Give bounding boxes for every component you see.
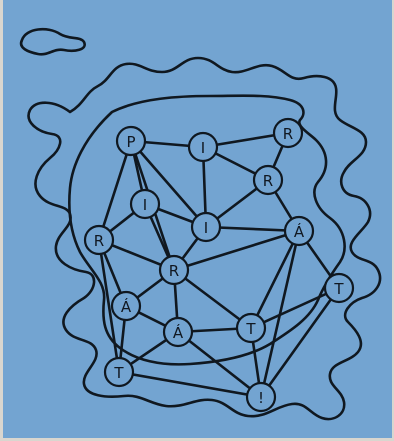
node-n14: T bbox=[105, 358, 133, 386]
node-label: T bbox=[245, 320, 256, 338]
node-label: R bbox=[94, 232, 104, 250]
node-label: Á bbox=[173, 323, 184, 342]
node-label: I bbox=[201, 139, 205, 157]
node-n4: R bbox=[254, 166, 282, 194]
node-label: P bbox=[126, 133, 135, 151]
node-n3: R bbox=[274, 119, 302, 147]
node-label: T bbox=[333, 280, 344, 298]
node-n1: P bbox=[117, 127, 145, 155]
node-n15: ! bbox=[247, 383, 275, 411]
node-label: R bbox=[263, 172, 273, 190]
node-n13: T bbox=[237, 314, 265, 342]
node-label: Á bbox=[294, 222, 305, 241]
node-label: Á bbox=[121, 297, 132, 316]
node-n9: R bbox=[160, 256, 188, 284]
node-n11: Á bbox=[112, 292, 140, 320]
node-n7: R bbox=[85, 226, 113, 254]
node-label: I bbox=[204, 219, 208, 237]
node-label: T bbox=[113, 364, 124, 382]
node-n6: I bbox=[192, 213, 220, 241]
node-n2: I bbox=[189, 133, 217, 161]
node-n8: Á bbox=[285, 217, 313, 245]
node-n5: I bbox=[131, 190, 159, 218]
node-n12: Á bbox=[164, 318, 192, 346]
node-label: I bbox=[143, 196, 147, 214]
node-label: R bbox=[283, 125, 293, 143]
node-label: R bbox=[169, 262, 179, 280]
node-n10: T bbox=[325, 274, 353, 302]
node-label: ! bbox=[258, 389, 264, 407]
